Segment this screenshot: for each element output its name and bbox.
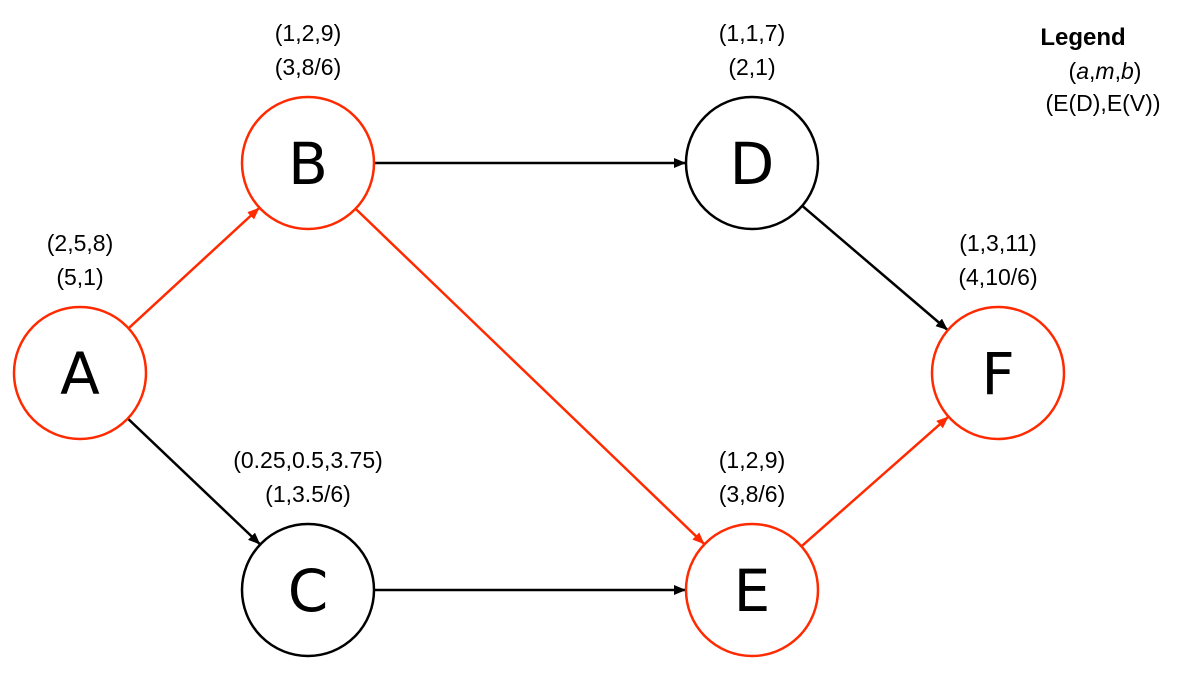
legend-comma-1: , <box>1089 58 1095 84</box>
node-f-expectation: (4,10/6) <box>958 264 1037 290</box>
node-d-letter: D <box>730 130 775 198</box>
legend-close-paren: ) <box>1134 58 1142 84</box>
legend-open-paren: ( <box>1069 58 1077 84</box>
edge-b-e-arrow <box>354 207 705 545</box>
legend-expectations: (E(D),E(V)) <box>1046 90 1161 116</box>
node-e-estimates: (1,2,9) <box>719 447 785 473</box>
node-a-estimates: (2,5,8) <box>47 230 113 256</box>
edge-e-f-arrow <box>800 416 949 548</box>
node-d-circle <box>684 95 820 231</box>
node-b-letter: B <box>288 130 328 198</box>
node-d-estimates: (1,1,7) <box>719 20 785 46</box>
node-f-estimates: (1,3,11) <box>959 230 1037 256</box>
node-b: B (1,2,9) (3,8/6) <box>240 20 376 231</box>
node-a-expectation: (5,1) <box>56 264 103 290</box>
node-b-circle <box>240 95 376 231</box>
node-c: C (0.25,0.5,3.75) (1,3.5/6) <box>233 447 383 658</box>
node-e: E (1,2,9) (3,8/6) <box>684 447 820 658</box>
node-c-estimates: (0.25,0.5,3.75) <box>233 447 383 473</box>
node-b-expectation: (3,8/6) <box>275 54 341 80</box>
node-d: D (1,1,7) (2,1) <box>684 20 820 231</box>
node-f-circle <box>930 305 1066 441</box>
node-a-circle <box>12 305 148 441</box>
node-f: F (1,3,11) (4,10/6) <box>930 230 1066 441</box>
legend-var-m: m <box>1095 58 1114 84</box>
node-e-letter: E <box>734 557 771 625</box>
node-b-estimates: (1,2,9) <box>275 20 341 46</box>
legend-title: Legend <box>1040 24 1125 51</box>
edges <box>126 158 949 595</box>
edge-d-f-arrow <box>801 204 948 331</box>
legend-var-a: a <box>1076 58 1089 84</box>
edge-a-b-arrow <box>127 207 260 330</box>
edge-a-c-arrow <box>126 417 261 545</box>
nodes: A (2,5,8) (5,1) B (1,2,9) (3,8/6) C (0.25,0.5,3… <box>12 20 1066 658</box>
node-f-letter: F <box>981 340 1014 408</box>
legend-variables: (a,m,b) <box>1069 58 1142 84</box>
node-e-expectation: (3,8/6) <box>719 481 785 507</box>
node-d-expectation: (2,1) <box>728 54 775 80</box>
legend-comma-2: , <box>1115 58 1121 84</box>
legend-var-b: b <box>1121 58 1134 84</box>
node-a: A (2,5,8) (5,1) <box>12 230 148 441</box>
node-a-letter: A <box>60 340 100 408</box>
node-c-circle <box>240 522 376 658</box>
node-c-letter: C <box>288 557 329 625</box>
legend: Legend (a,m,b) (E(D),E(V)) <box>1040 24 1160 116</box>
node-e-circle <box>684 522 820 658</box>
node-c-expectation: (1,3.5/6) <box>265 481 351 507</box>
